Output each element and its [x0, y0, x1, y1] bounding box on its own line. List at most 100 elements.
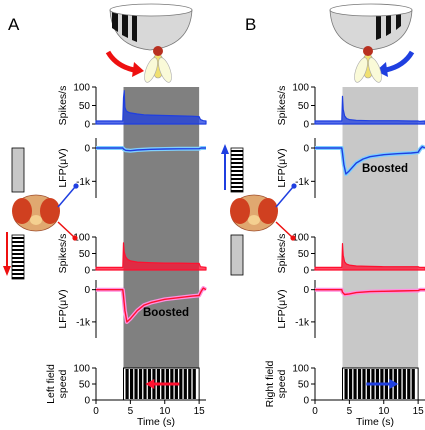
stripe [12, 273, 24, 275]
y-tick-label: 0 [303, 285, 309, 296]
grating-stripe [402, 369, 406, 399]
stripe [12, 245, 24, 247]
grating-stripe [348, 369, 353, 399]
y-tick-label: -1k [295, 177, 310, 188]
stripe [231, 174, 243, 176]
grating-stripe [398, 369, 402, 399]
y-tick-label: 0 [84, 120, 90, 131]
striped-drum-icon-b [329, 3, 413, 51]
y-tick-label: -1k [76, 317, 91, 328]
x-tick-label: 15 [194, 406, 206, 417]
y-tick-label: 0 [84, 285, 90, 296]
y-axis-label: Left field [45, 364, 57, 404]
y-tick-label: 0 [303, 120, 309, 131]
series-line [315, 146, 425, 175]
y-tick-label: 0 [303, 396, 309, 407]
y-tick-label: 100 [292, 83, 309, 94]
grating-stripe [357, 369, 362, 399]
y-tick-label: 50 [298, 380, 310, 391]
y-axis-label: speed [276, 370, 288, 399]
gray-field-bar [11, 147, 25, 193]
grating-stripe [134, 369, 138, 399]
x-tick-label: 10 [378, 406, 390, 417]
stripe [231, 186, 243, 188]
x-tick-label: 10 [159, 406, 171, 417]
striped-drum-icon [109, 3, 193, 51]
y-axis-label: LFP(μV) [276, 289, 288, 328]
y-tick-label: 100 [292, 233, 309, 244]
grating-stripe [129, 369, 134, 399]
stripe [231, 150, 243, 152]
y-tick-label: 50 [298, 249, 310, 260]
curved-blue-arrow-head [376, 62, 388, 77]
grating-stripe [179, 369, 183, 399]
series-area [314, 95, 425, 125]
grating-stripe [411, 369, 415, 399]
y-tick-label: 50 [79, 380, 91, 391]
y-tick-label: 0 [84, 144, 90, 155]
electrode-tip-left-a [73, 183, 79, 189]
boosted-label: Boosted [362, 163, 408, 175]
y-tick-label: 0 [303, 266, 309, 277]
y-tick-label: 0 [84, 266, 90, 277]
stimulus-window [123, 87, 200, 400]
stripe [12, 241, 24, 243]
stripe [231, 166, 243, 168]
gray-field-bar-b [230, 234, 244, 276]
stimulus-direction-arrow-head [145, 379, 155, 389]
stripe [12, 257, 24, 259]
x-tick-label: 15 [413, 406, 425, 417]
y-tick-label: 100 [73, 364, 90, 375]
x-axis-label: Time (s) [356, 416, 394, 428]
y-tick-label: -1k [295, 317, 310, 328]
grating-stripe [138, 369, 143, 399]
fly-icon [144, 46, 172, 83]
x-tick-label: 5 [347, 406, 353, 417]
y-tick-label: 50 [79, 249, 91, 260]
y-axis-label: Spikes/s [276, 234, 288, 274]
y-tick-label: 50 [79, 101, 91, 112]
boosted-label: Boosted [143, 307, 189, 319]
electrode-tip-right-a [72, 235, 78, 241]
chart-marks: 050100Spikes/s0-1kLFP(μV)050100Spikes/s0… [45, 83, 425, 428]
x-tick-label: 0 [312, 406, 318, 417]
fly-head-icon-b [230, 194, 278, 232]
grating-stripe [188, 369, 192, 399]
striped-field-bar-b [230, 147, 244, 193]
y-axis-label: Spikes/s [57, 234, 69, 274]
stripe [231, 154, 243, 156]
stripe [12, 269, 24, 271]
electrode-icon-right-b [275, 221, 293, 238]
electrode-icon-right-a [57, 221, 75, 238]
grating-stripe [407, 369, 411, 399]
stripe [231, 170, 243, 172]
stripe [12, 237, 24, 239]
y-axis-label: speed [57, 370, 69, 399]
stripe [231, 182, 243, 184]
series-line [315, 289, 425, 296]
striped-field-bar [11, 234, 25, 280]
electrode-icon-left-a [57, 186, 76, 208]
down-arrow-icon [3, 266, 11, 276]
curved-red-arrow-head [132, 62, 144, 77]
panel-label-b: B [245, 15, 256, 34]
x-axis-label: Time (s) [137, 416, 175, 428]
x-tick-label: 0 [93, 406, 99, 417]
y-tick-label: 0 [303, 144, 309, 155]
y-tick-label: 100 [73, 233, 90, 244]
grating-stripe [183, 369, 187, 399]
stripe [231, 178, 243, 180]
stripe [231, 162, 243, 164]
grating-stripe [362, 369, 366, 399]
y-axis-label: LFP(μV) [57, 148, 69, 187]
stripe [12, 249, 24, 251]
y-tick-label: 100 [73, 83, 90, 94]
stripe [12, 277, 24, 279]
y-axis-label: Spikes/s [57, 86, 69, 126]
y-axis-label: LFP(μV) [57, 289, 69, 328]
y-tick-label: 100 [292, 364, 309, 375]
stimulus-window [342, 87, 419, 400]
x-tick-label: 5 [128, 406, 134, 417]
